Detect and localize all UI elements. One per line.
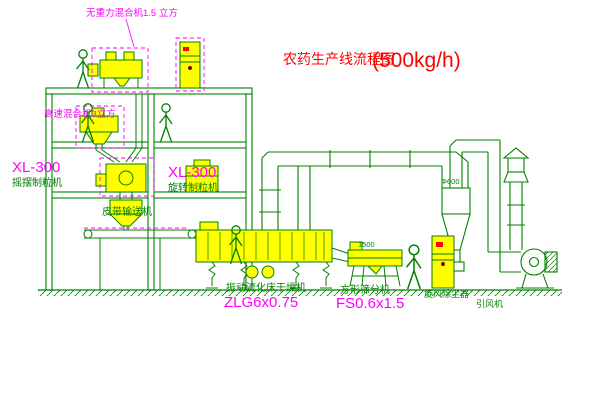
control-cabinet-2	[431, 235, 455, 289]
person-figure	[405, 244, 422, 290]
label-swing-granulator-name: 摇摆制粒机	[12, 176, 62, 189]
hopper	[108, 192, 144, 230]
induced-draft-fan	[516, 248, 558, 289]
person-figure	[158, 103, 173, 143]
swing-granulator	[95, 157, 155, 197]
gravity-free-mixer	[87, 47, 149, 93]
ground-line	[38, 289, 562, 296]
person-figure	[75, 49, 90, 89]
label-rotary-granulator-name: 旋转制粒机	[168, 181, 218, 194]
label-belt-conveyor: 皮带输送机	[102, 205, 152, 218]
label-high-speed-mixer: 高速混合机3立方	[44, 108, 116, 120]
label-dryer-model: ZLG6x0.75	[224, 294, 298, 311]
label-sieve-model: FS0.6x1.5	[336, 295, 404, 312]
label-fan: 引风机	[476, 298, 503, 309]
fluid-bed-dryer	[195, 221, 351, 289]
leader-line	[125, 18, 135, 48]
cyclone-dust-collector	[441, 139, 521, 273]
labels: 无重力混合机1.5 立方 高速混合机3立方 XL-300 摇摆制粒机 XL-30…	[12, 7, 503, 312]
label-rotary-granulator-model: XL-300	[168, 164, 216, 181]
control-cabinet-1	[175, 37, 205, 92]
label-sieve-dimension: 1500	[358, 240, 375, 249]
feed-chute	[95, 94, 143, 163]
label-sieve-name: 方形筛分机	[340, 283, 390, 296]
building-structure	[45, 87, 253, 291]
exhaust-stack	[502, 147, 530, 250]
label-dryer-name: 振动流化床干燥机	[226, 281, 306, 294]
exhaust-duct	[259, 150, 469, 230]
label-swing-granulator-model: XL-300	[12, 159, 60, 176]
page-title: 农药生产线流程图	[283, 51, 395, 67]
label-cyclone-dimension: Φ600	[441, 177, 460, 186]
page-title-capacity: (500kg/h)	[372, 49, 461, 72]
rotary-granulator	[185, 159, 219, 193]
belt-conveyor	[83, 227, 197, 290]
label-cyclone: 旋风除尘器	[424, 288, 469, 299]
square-sieve	[347, 241, 403, 287]
label-gravity-free-mixer: 无重力混合机1.5 立方	[86, 7, 178, 19]
